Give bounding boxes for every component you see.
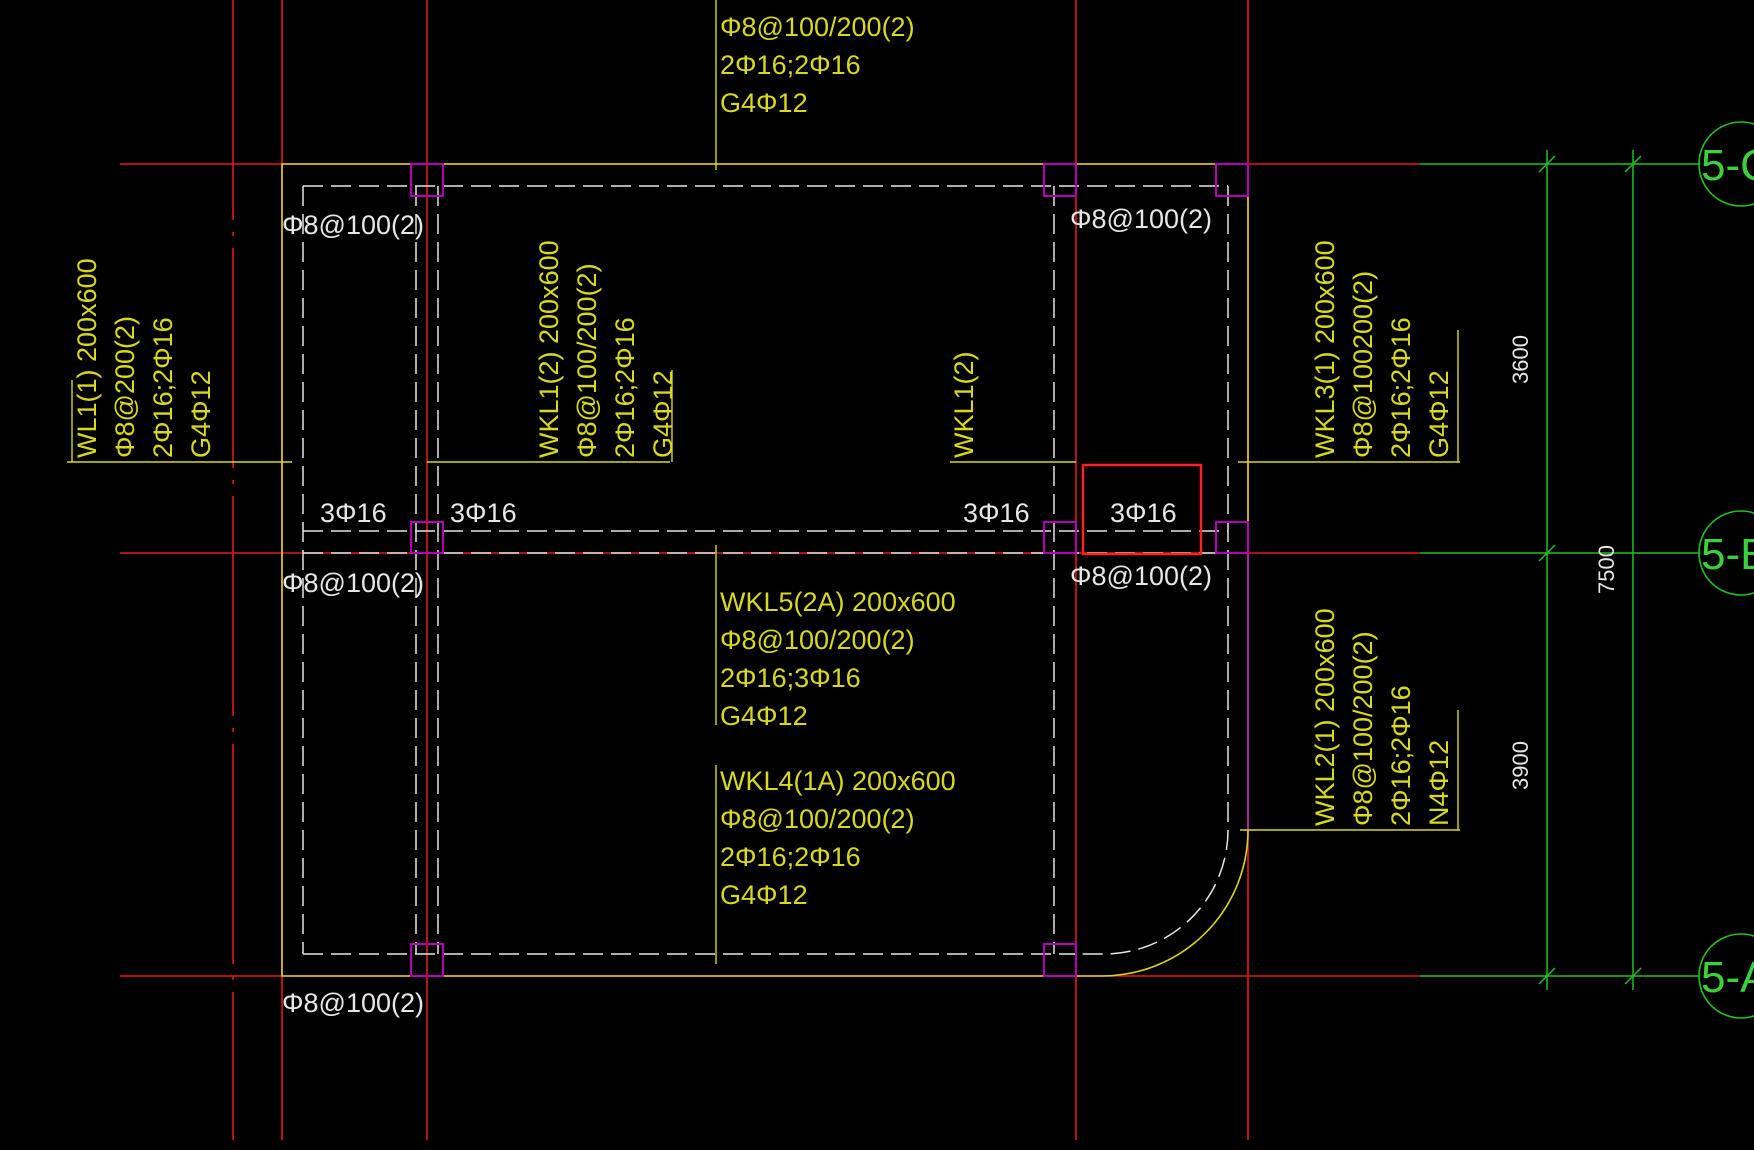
wkl5-rebar: 2Φ16;3Φ16 bbox=[720, 663, 861, 693]
wkl5-stirrup: Φ8@100/200(2) bbox=[720, 625, 915, 655]
support-bar-a: 3Φ16 bbox=[320, 498, 387, 528]
column-c4 bbox=[1043, 163, 1077, 197]
dimension-lines bbox=[1420, 150, 1700, 990]
wkl1-left-label: WKL1(2) 200x600 Φ8@100/200(2) 2Φ16;2Φ16 … bbox=[534, 240, 678, 458]
column-c2 bbox=[410, 163, 444, 197]
column-c5 bbox=[1215, 163, 1249, 197]
wkl5-label: WKL5(2A) 200x600 Φ8@100/200(2) 2Φ16;3Φ16… bbox=[720, 587, 956, 731]
columns bbox=[410, 163, 1249, 977]
wl1-label: WL1(1) 200x600 Φ8@200(2) 2Φ16;2Φ16 G4Φ12 bbox=[72, 258, 216, 458]
top-beam-side: G4Φ12 bbox=[720, 88, 808, 118]
dim-text-lower: 3900 bbox=[1508, 741, 1533, 790]
slab-note-3: Φ8@100(2) bbox=[282, 568, 424, 598]
wkl4-name: WKL4(1A) 200x600 bbox=[720, 766, 956, 796]
wkl2-name: WKL2(1) 200x600 bbox=[1310, 608, 1340, 826]
wkl1-left-rebar: 2Φ16;2Φ16 bbox=[610, 317, 640, 458]
slab-note-1: Φ8@100(2) bbox=[282, 210, 424, 240]
column-a2 bbox=[410, 943, 444, 977]
top-beam-rebar: 2Φ16;2Φ16 bbox=[720, 50, 861, 80]
wkl3-name: WKL3(1) 200x600 bbox=[1310, 240, 1340, 458]
leader-lines bbox=[67, 0, 1460, 964]
wkl4-rebar: 2Φ16;2Φ16 bbox=[720, 842, 861, 872]
wkl2-label: WKL2(1) 200x600 Φ8@100/200(2) 2Φ16;2Φ16 … bbox=[1310, 608, 1454, 826]
column-b4 bbox=[1043, 521, 1077, 554]
axis-bubble-b[interactable] bbox=[1698, 510, 1754, 596]
column-b5 bbox=[1215, 521, 1249, 554]
dim-text-total: 7500 bbox=[1594, 545, 1619, 594]
column-b2 bbox=[410, 521, 444, 554]
dim-tick-2 bbox=[1538, 544, 1556, 562]
axis-label-b: 5-B bbox=[1701, 530, 1754, 579]
wkl1-right-name: WKL1(2) bbox=[949, 351, 979, 458]
dim-tick-1 bbox=[1538, 155, 1556, 173]
axis-label-c: 5-C bbox=[1701, 141, 1754, 190]
axis-bubbles bbox=[1698, 121, 1754, 1019]
slab-note-4: Φ8@100(2) bbox=[1070, 561, 1212, 591]
axis-label-a: 5-A bbox=[1701, 953, 1754, 1002]
wkl4-label: WKL4(1A) 200x600 Φ8@100/200(2) 2Φ16;2Φ16… bbox=[720, 766, 956, 910]
wkl4-side: G4Φ12 bbox=[720, 880, 808, 910]
wkl1-left-stirrup: Φ8@100/200(2) bbox=[572, 263, 602, 458]
wkl5-name: WKL5(2A) 200x600 bbox=[720, 587, 956, 617]
wkl1-left-side: G4Φ12 bbox=[648, 370, 678, 458]
slab-note-5: Φ8@100(2) bbox=[282, 988, 424, 1018]
wl1-stirrup: Φ8@200(2) bbox=[110, 316, 140, 458]
dim-tick-4 bbox=[1624, 155, 1642, 173]
axis-bubble-a[interactable] bbox=[1698, 933, 1754, 1019]
dashed-arc bbox=[1076, 829, 1229, 955]
wkl2-rebar: 2Φ16;2Φ16 bbox=[1386, 685, 1416, 826]
wkl3-side: G4Φ12 bbox=[1424, 370, 1454, 458]
wkl5-side: G4Φ12 bbox=[720, 701, 808, 731]
wl1-rebar: 2Φ16;2Φ16 bbox=[148, 317, 178, 458]
wkl3-label: WKL3(1) 200x600 Φ8@100200(2) 2Φ16;2Φ16 G… bbox=[1310, 240, 1454, 458]
wkl4-stirrup: Φ8@100/200(2) bbox=[720, 804, 915, 834]
slab-note-2: Φ8@100(2) bbox=[1070, 204, 1212, 234]
wkl3-stirrup: Φ8@100200(2) bbox=[1348, 271, 1378, 458]
wkl2-stirrup: Φ8@100/200(2) bbox=[1348, 631, 1378, 826]
dim-tick-3 bbox=[1538, 967, 1556, 985]
wkl3-rebar: 2Φ16;2Φ16 bbox=[1386, 317, 1416, 458]
selection-highlight-box[interactable] bbox=[1081, 463, 1203, 556]
top-beam-stirrup: Φ8@100/200(2) bbox=[720, 12, 915, 42]
column-a4 bbox=[1043, 943, 1077, 977]
support-bar-b: 3Φ16 bbox=[450, 498, 517, 528]
wl1-side: G4Φ12 bbox=[186, 370, 216, 458]
dim-text-upper: 3600 bbox=[1508, 335, 1533, 384]
wkl1-left-name: WKL1(2) 200x600 bbox=[534, 240, 564, 458]
dim-tick-5 bbox=[1624, 967, 1642, 985]
outer-beam-edge bbox=[281, 163, 1249, 977]
wl1-name: WL1(1) 200x600 bbox=[72, 258, 102, 458]
support-bar-c: 3Φ16 bbox=[963, 498, 1030, 528]
wkl2-side: N4Φ12 bbox=[1424, 740, 1454, 826]
beam-outline bbox=[281, 163, 1249, 977]
support-bar-d: 3Φ16 bbox=[1110, 498, 1177, 528]
axis-bubble-c[interactable] bbox=[1698, 121, 1754, 207]
